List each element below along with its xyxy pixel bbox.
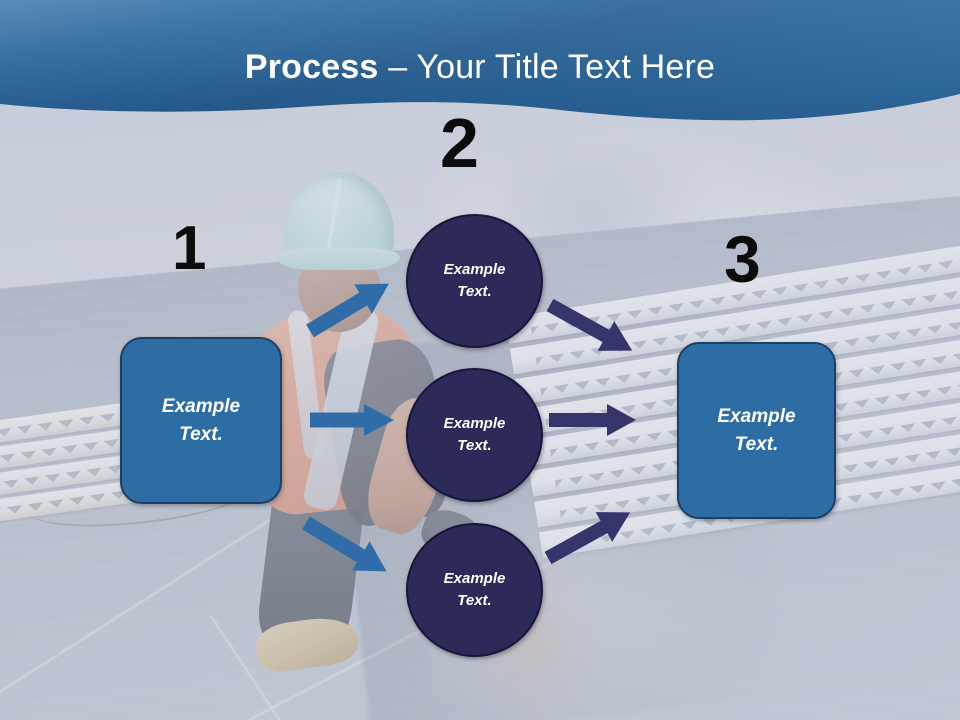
- step-box-right-line1: Example: [717, 405, 796, 427]
- step-circle-top-line2: Text.: [457, 283, 492, 300]
- page-title-rest: – Your Title Text Here: [378, 48, 716, 86]
- step-number-2: 2: [440, 104, 479, 182]
- step-number-1: 1: [172, 214, 207, 283]
- step-circle-bottom[interactable]: Example Text.: [406, 523, 543, 657]
- step-circle-middle-line2: Text.: [457, 437, 492, 454]
- step-box-left[interactable]: Example Text.: [120, 337, 282, 504]
- step-circle-middle[interactable]: Example Text.: [406, 368, 543, 502]
- step-number-3: 3: [724, 222, 761, 296]
- step-circle-middle-line1: Example: [443, 414, 506, 432]
- step-box-left-line1: Example: [161, 395, 241, 417]
- step-circle-bottom-line1: Example: [443, 569, 506, 587]
- page-title-bold: Process: [244, 48, 379, 86]
- step-circle-bottom-line2: Text.: [457, 592, 492, 609]
- header-wave-shape: [0, 0, 960, 121]
- step-box-right-line2: Text.: [734, 433, 779, 455]
- page-title: Process – Your Title Text Here: [0, 48, 960, 87]
- header-band: Process – Your Title Text Here: [0, 0, 960, 150]
- arrow-middle-circle-to-right: [549, 404, 643, 436]
- arrow-left-to-middle-circle: [310, 404, 398, 436]
- step-circle-top-line1: Example: [443, 260, 506, 278]
- step-box-right[interactable]: Example Text.: [677, 342, 836, 519]
- step-box-left-line2: Text.: [179, 423, 223, 445]
- step-circle-top[interactable]: Example Text.: [406, 214, 543, 348]
